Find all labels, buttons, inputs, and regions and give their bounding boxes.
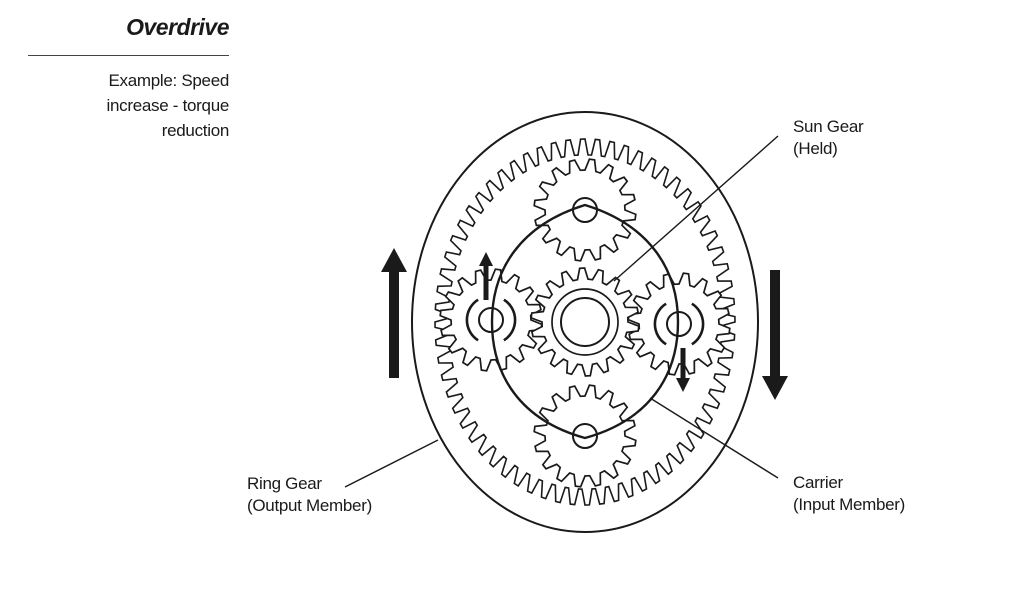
carrier-label: Carrier (Input Member) [793,472,905,516]
ring-gear-outer-rim [411,111,759,533]
carrier-leader-line [649,397,779,479]
page-heading: Overdrive [126,14,229,40]
sun-gear-hub [560,297,610,347]
pinion-gear-top [533,158,637,262]
pinion-rotation-arrow-right [676,348,690,392]
sun-gear-label-line-2: (Held) [793,139,838,158]
pinion-right-bearing-arc-right [691,302,705,346]
sun-gear-label-line-1: Sun Gear [793,117,864,136]
heading-divider [28,55,229,56]
example-line-2: increase - torque [106,96,230,115]
ring-gear-label-line-1: Ring Gear [247,474,322,493]
pinion-left-bearing-arc-right [503,298,517,342]
ring-rotation-arrow-right [762,270,788,400]
example-description: Example: Speed increase - torque reducti… [40,68,230,143]
sun-gear-label: Sun Gear (Held) [793,116,864,160]
pinion-gear-bottom [533,384,637,488]
carrier [490,203,680,440]
sun-gear-leader-line [613,135,779,282]
pinion-gear-top-hub [572,197,598,223]
pinion-right-bearing-arc-left [653,302,667,346]
example-line-1: Example: Speed [108,71,229,90]
ring-gear-label-line-2: (Output Member) [247,496,372,515]
ring-rotation-arrow-left [381,248,407,378]
pinion-rotation-arrow-left [479,252,493,300]
pinion-gear-bottom-hub [572,423,598,449]
pinion-left-bearing-arc-left [465,298,479,342]
ring-gear-label: Ring Gear (Output Member) [247,473,372,517]
gears-layer [439,158,731,488]
example-line-3: reduction [161,121,230,140]
ring-gear-teeth [434,138,736,506]
sun-gear [530,267,640,377]
carrier-label-line-1: Carrier [793,473,843,492]
carrier-label-line-2: (Input Member) [793,495,906,514]
sun-gear-inner-ring [551,288,619,356]
ring-gear-leader-line [344,439,439,488]
